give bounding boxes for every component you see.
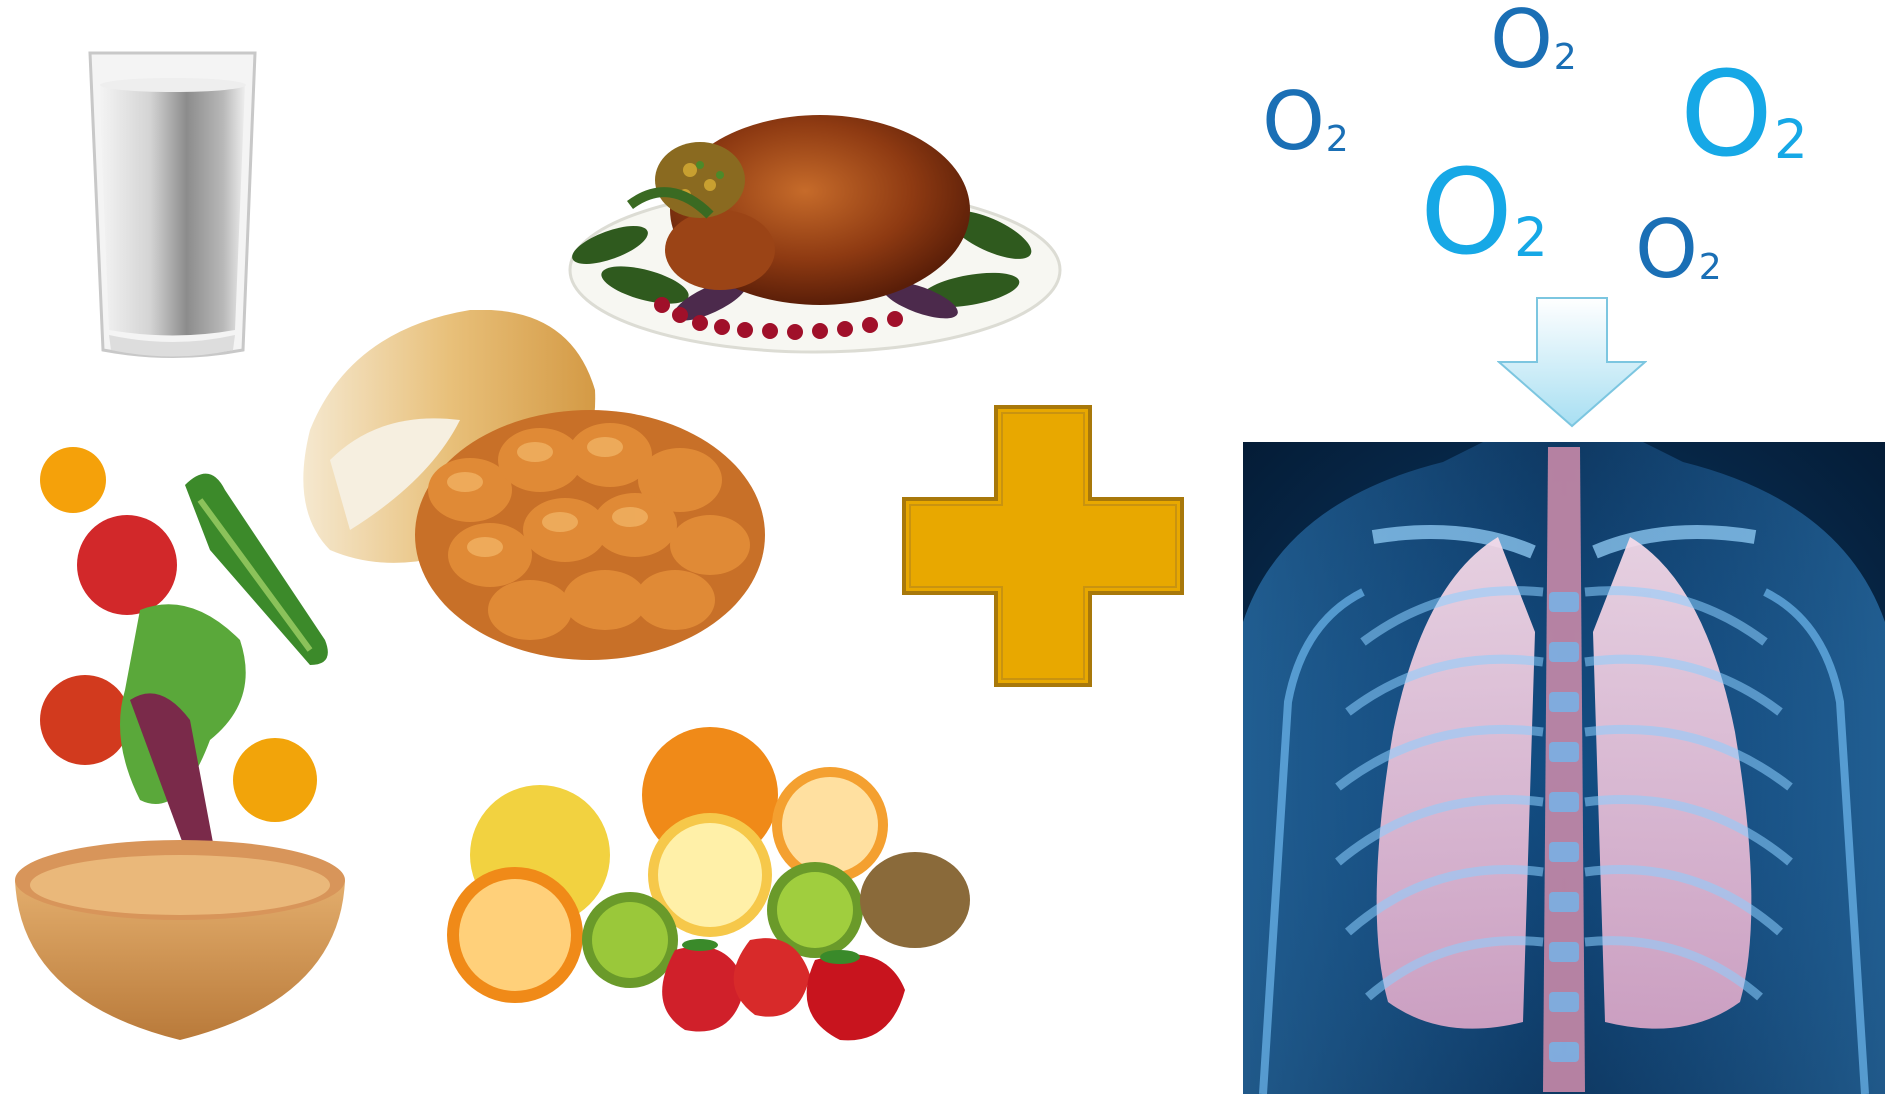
oxygen-label-5: O2 bbox=[1635, 210, 1722, 290]
oxygen-label-1: O2 bbox=[1490, 0, 1577, 80]
bread-icon bbox=[290, 310, 770, 680]
down-arrow-icon bbox=[1497, 296, 1647, 429]
oxygen-label-3: O2 bbox=[1680, 55, 1808, 173]
lungs-xray-icon bbox=[1243, 442, 1885, 1094]
fruits-icon bbox=[445, 725, 980, 1050]
plus-icon bbox=[902, 405, 1184, 687]
milk-glass-icon bbox=[85, 45, 260, 365]
oxygen-label-2: O2 bbox=[1262, 82, 1349, 162]
salad-bowl-icon bbox=[10, 440, 350, 1050]
oxygen-label-4: O2 bbox=[1420, 153, 1548, 271]
